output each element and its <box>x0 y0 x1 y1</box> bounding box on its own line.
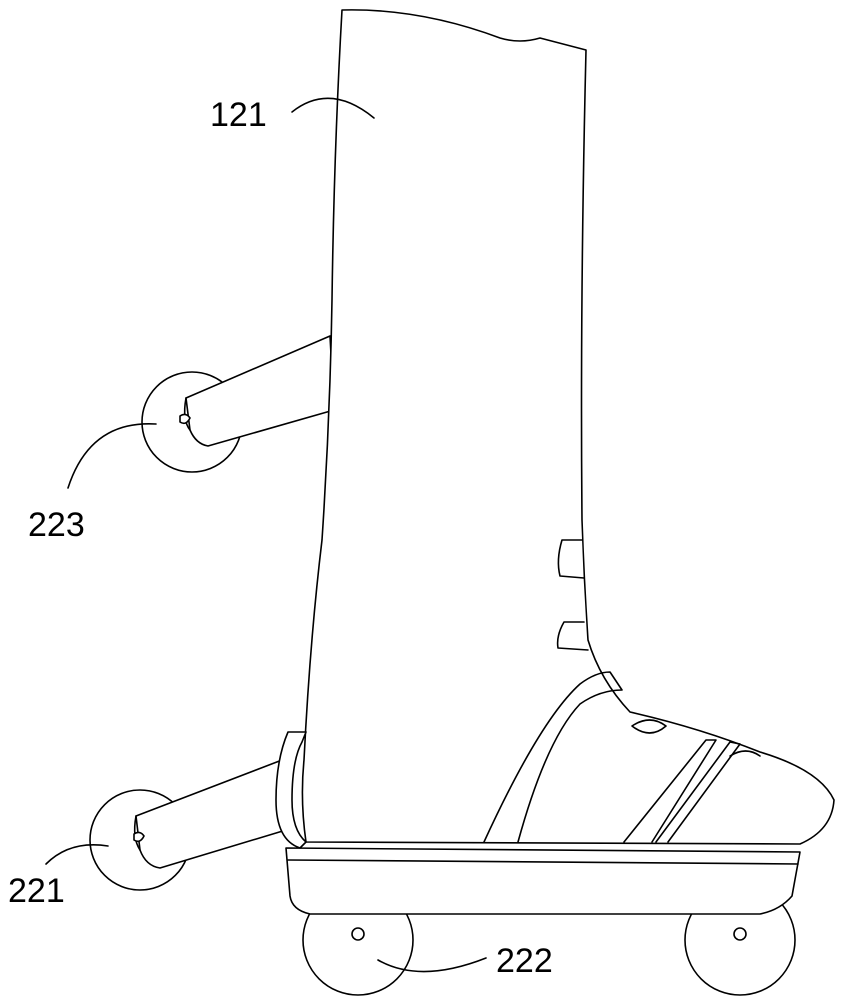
leader-222 <box>377 957 487 973</box>
base-tray <box>285 847 801 915</box>
leader-121 <box>291 97 375 119</box>
base-rim-line <box>287 859 799 865</box>
boot-shaft <box>301 9 835 845</box>
label-221: 221 <box>8 872 65 910</box>
leader-221 <box>45 844 109 865</box>
upper-wheel-assembly <box>141 335 335 473</box>
side-stripe-rear <box>483 671 623 843</box>
boot-buckle-upper <box>557 539 585 579</box>
toe-cap-line <box>729 750 761 757</box>
leader-223 <box>67 423 157 489</box>
bottom-wheel-back-axle <box>733 927 747 941</box>
rear-wheel-axle <box>133 831 145 843</box>
side-stripe-front <box>655 741 741 843</box>
heel-guard <box>275 731 307 849</box>
toe-detail <box>631 719 667 734</box>
boot-buckle-lower <box>556 621 589 651</box>
boot <box>301 9 835 845</box>
bottom-wheel-front-axle <box>351 927 365 941</box>
leader-lines <box>45 97 487 973</box>
label-222: 222 <box>496 942 553 980</box>
rear-wheel-arm <box>135 759 287 869</box>
skate-base <box>285 847 801 915</box>
label-121: 121 <box>210 96 267 134</box>
label-223: 223 <box>28 506 85 544</box>
upper-wheel-axle <box>179 413 191 425</box>
upper-wheel-arm <box>185 335 335 447</box>
rear-wheel-assembly <box>89 759 287 891</box>
side-stripe-middle <box>623 739 717 843</box>
